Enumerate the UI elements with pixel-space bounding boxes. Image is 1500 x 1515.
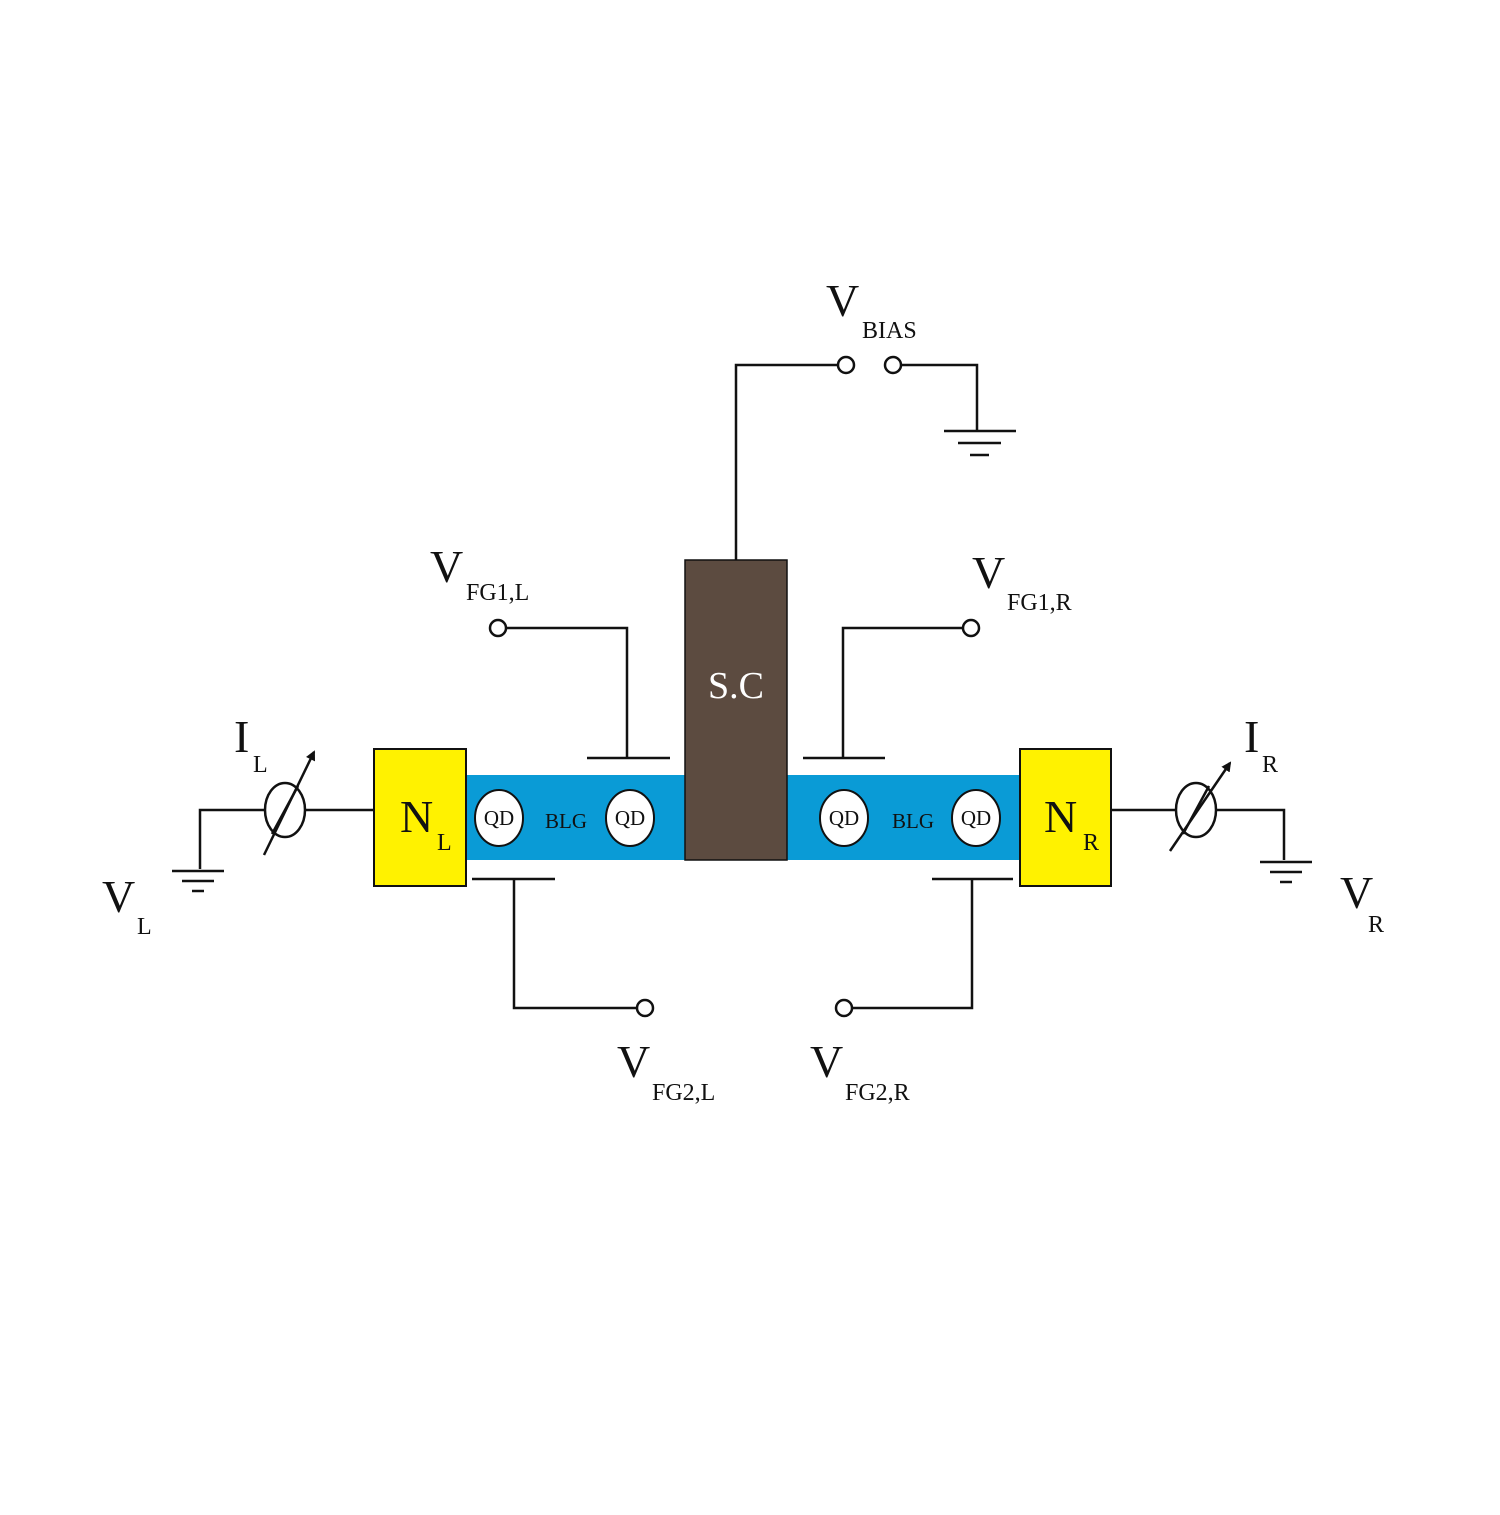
superconductor-block [684,559,788,861]
terminal-icon[interactable] [961,618,981,638]
quantum-dot [474,789,524,847]
right-channel: QD BLG QD [819,789,1001,847]
left-measurement: IL VL [102,711,374,940]
ammeter-icon [1168,761,1232,852]
quantum-dot [819,789,869,847]
terminal-icon[interactable] [635,998,655,1018]
ground-icon [1260,860,1312,884]
bias-circuit: VBIAS [734,275,1016,560]
ammeter-icon [262,750,316,856]
gate-fg2-left: VFG2,L [472,877,715,1106]
quantum-dot [605,789,655,847]
v-fg1-l-label: VFG1,L [430,541,529,606]
quantum-dot-label: QD [615,806,645,830]
terminal-icon[interactable] [834,998,854,1018]
v-left-label: VL [102,871,152,940]
i-left-label: IL [234,711,268,778]
blg-label: BLG [545,809,587,833]
v-fg2-r-label: VFG2,R [810,1036,910,1106]
terminal-icon[interactable] [488,618,508,638]
gate-fg1-right: VFG1,R [803,547,1072,760]
quantum-dot [951,789,1001,847]
ground-icon [172,869,224,893]
i-right-label: IR [1244,711,1278,778]
superconductor-label: S.C [708,665,764,707]
blg-label: BLG [892,809,934,833]
bias-terminal-icon[interactable] [836,355,856,375]
bias-ground-terminal-icon[interactable] [883,355,903,375]
v-fg1-r-label: VFG1,R [972,547,1072,616]
gate-fg1-left: VFG1,L [430,541,670,760]
quantum-dot-label: QD [829,806,859,830]
right-normal-lead [1019,748,1112,887]
gate-fg2-right: VFG2,R [810,877,1013,1106]
v-fg2-l-label: VFG2,L [617,1036,715,1106]
left-lead-label: NL [400,791,452,856]
left-normal-lead [373,748,467,887]
ground-icon [944,429,1016,457]
v-bias-label: VBIAS [826,275,917,344]
quantum-dot-label: QD [484,806,514,830]
quantum-dot-label: QD [961,806,991,830]
right-lead-label: NR [1044,791,1099,856]
left-channel: QD BLG QD [474,789,655,847]
